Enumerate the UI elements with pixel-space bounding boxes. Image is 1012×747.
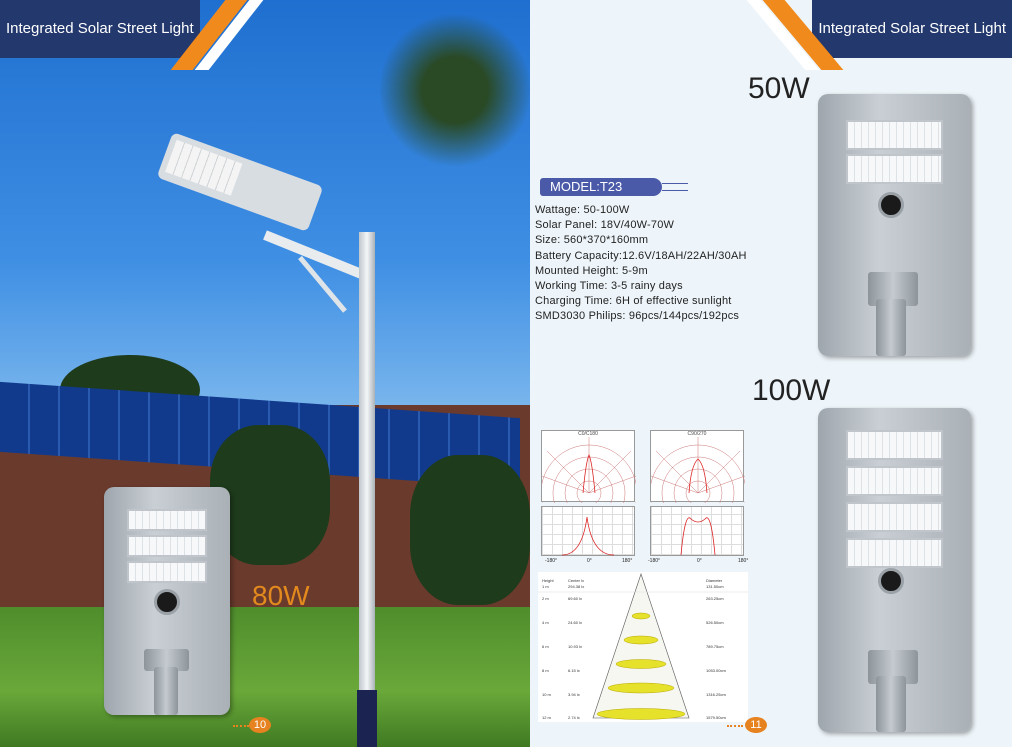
cone-height: 8 m (542, 668, 549, 673)
intensity-curve-c90 (680, 517, 716, 556)
spec-list: Wattage: 50-100W Solar Panel: 18V/40W-70… (535, 203, 747, 325)
spec-line: Size: 560*370*160mm (535, 234, 649, 247)
watt-label-50w: 50W (748, 72, 810, 105)
banner-title-left: Integrated Solar Street Light (0, 0, 200, 58)
page-number-left: 10 (249, 717, 271, 733)
cone-lux: 10.93 lx (568, 644, 583, 649)
spec-line: Working Time: 3-5 rainy days (535, 280, 683, 293)
banner-title-right: Integrated Solar Street Light (812, 0, 1012, 58)
pole-base (357, 690, 377, 747)
intensity-curve-c0 (561, 516, 615, 556)
spec-line: Solar Panel: 18V/40W-70W (535, 219, 675, 232)
spec-line: Battery Capacity:12.6V/18AH/22AH/30AH (535, 249, 747, 262)
cone-header: Center lx (568, 578, 585, 583)
cone-header: Height (542, 578, 554, 583)
intensity-chart-c90 (650, 506, 744, 556)
cone-diameter: 526.50cm (706, 620, 724, 625)
cone-lux: 2.74 lx (568, 715, 580, 720)
left-page: 80W Integrated Solar Street Light 10 (0, 0, 530, 747)
lamp-50w (818, 94, 971, 356)
cone-height: 12 m (542, 715, 551, 720)
light-sensor-icon (878, 568, 904, 594)
cone-diameter: 263.25cm (706, 596, 724, 601)
axis-tick: 0° (697, 558, 702, 564)
cone-graphic (538, 573, 748, 720)
spec-line: SMD3030 Philips: 96pcs/144pcs/192pcs (535, 310, 740, 323)
cone-lux: 6.15 lx (568, 668, 580, 673)
page-dots-left (233, 725, 249, 727)
cone-height: 6 m (542, 644, 549, 649)
spec-line: Mounted Height: 5-9m (535, 264, 648, 277)
polar-title: C90/270 (687, 431, 707, 437)
cone-diameter: 131.50cm (706, 584, 724, 589)
spec-line: Charging Time: 6H of effective sunlight (535, 295, 732, 308)
polar-diagram-c90: C90/270 (649, 430, 747, 542)
cone-diameter: 1316.25cm (706, 692, 726, 697)
cone-lux: 294.38 lx (568, 584, 585, 589)
bush-trees (210, 425, 330, 565)
lamp-80w (104, 487, 230, 715)
cone-diameter: 1053.00cm (706, 668, 726, 673)
axis-tick: 180° (622, 558, 633, 564)
cone-lux: 3.94 lx (568, 692, 580, 697)
cone-height: 10 m (542, 692, 551, 697)
cone-diameter: 789.75cm (706, 644, 724, 649)
polar-curve-c0 (540, 437, 638, 542)
light-sensor-icon (878, 192, 904, 218)
cone-lux: 69.60 lx (568, 596, 583, 601)
axis-tick: -180° (545, 558, 558, 564)
spec-line: Wattage: 50-100W (535, 204, 630, 216)
cone-height: 1 m (542, 584, 549, 589)
model-label: MODEL:T23 (540, 178, 662, 196)
light-pole (359, 232, 375, 747)
palm-fronds (380, 10, 530, 170)
intensity-chart-c0 (541, 506, 635, 556)
illuminance-cone: Height Center lx Diameter 1 m 294.38 lx … (538, 572, 748, 722)
page-number-right: 11 (745, 717, 767, 733)
lamp-100w (818, 408, 971, 732)
axis-tick: 180° (738, 558, 749, 564)
cone-height: 2 m (542, 596, 549, 601)
page-dots-right (727, 725, 743, 727)
polar-diagram-c0: C0/C180 (540, 430, 638, 542)
streetlight-head (156, 132, 324, 232)
axis-tick: -180° (648, 558, 661, 564)
polar-title: C0/C180 (578, 431, 598, 437)
light-sensor-icon (154, 589, 180, 615)
model-decoration (662, 183, 688, 191)
watt-label-100w: 100W (752, 374, 831, 407)
cone-lux: 24.60 lx (568, 620, 583, 625)
watt-label-80w: 80W (252, 580, 310, 611)
cone-header: Diameter (706, 578, 723, 583)
cone-diameter: 1579.50cm (706, 715, 726, 720)
polar-curve-c90 (649, 437, 747, 542)
right-bushes (410, 455, 530, 605)
axis-tick: 0° (587, 558, 592, 564)
cone-height: 4 m (542, 620, 549, 625)
